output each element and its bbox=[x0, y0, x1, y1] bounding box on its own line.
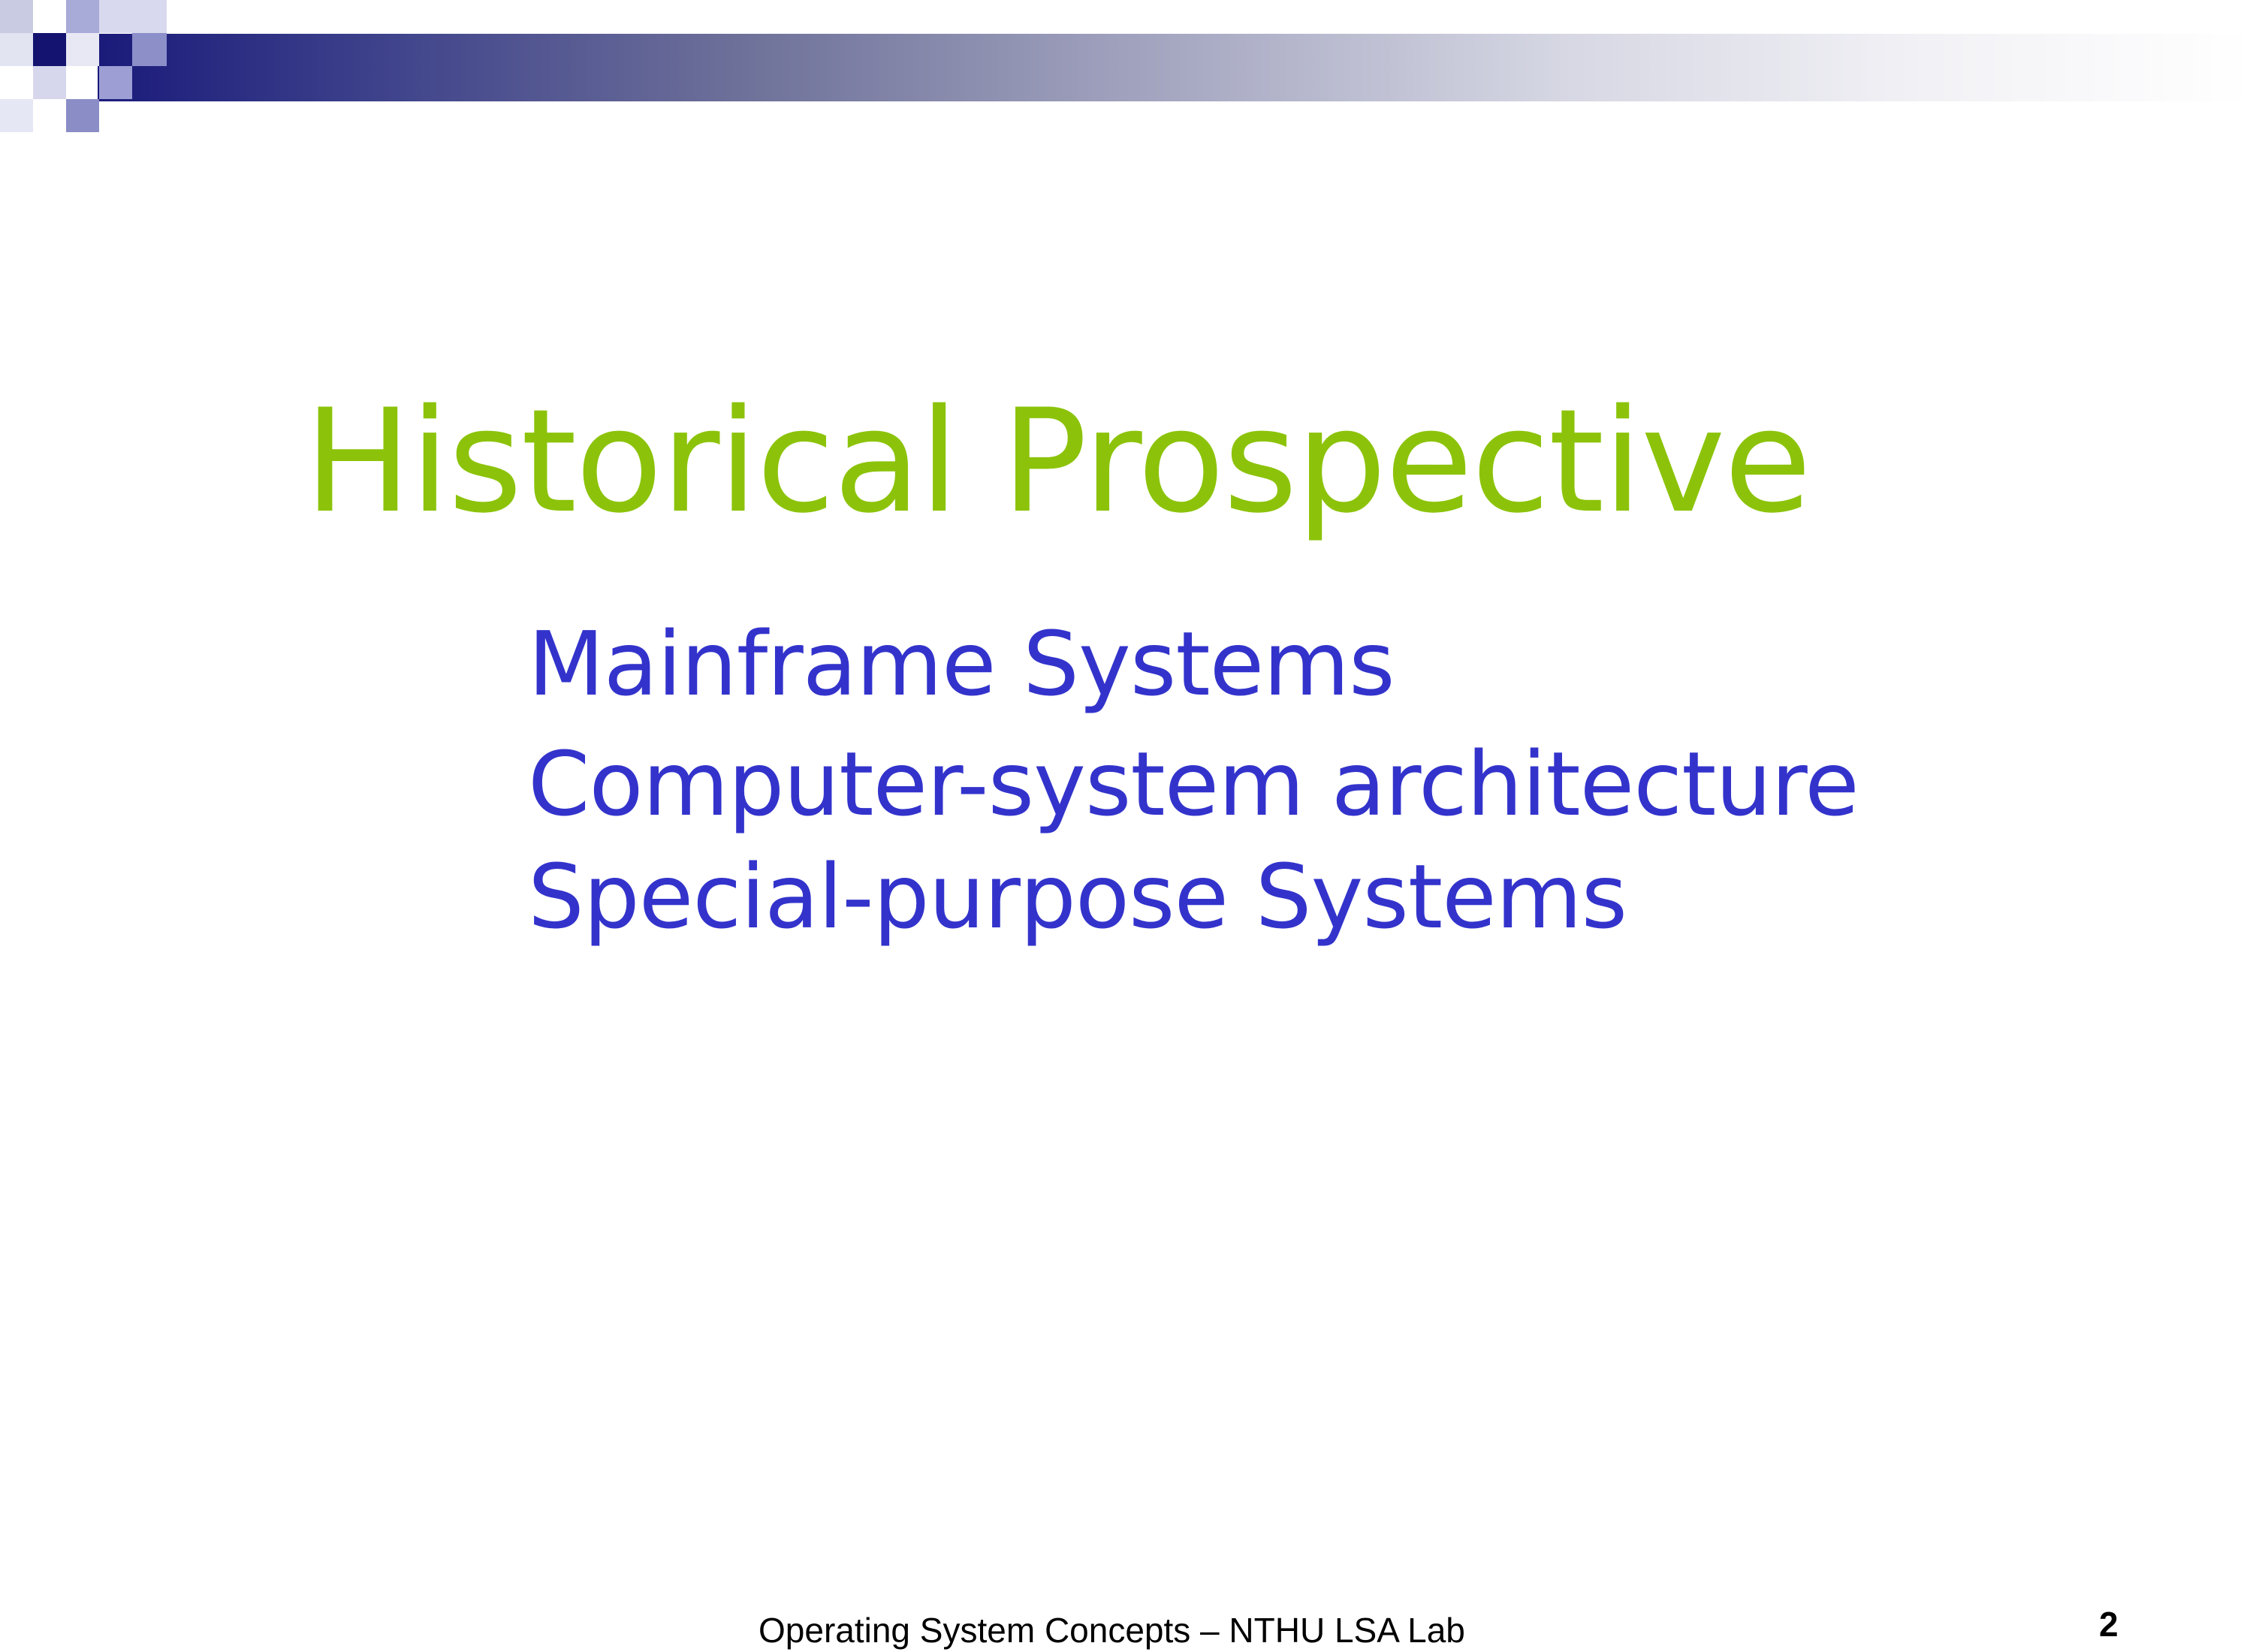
header-gradient-bar bbox=[98, 34, 2253, 101]
deco-square bbox=[0, 0, 33, 33]
footer-text: Operating System Concepts – NTHU LSA Lab bbox=[759, 1611, 1465, 1650]
deco-square bbox=[0, 33, 33, 66]
deco-square bbox=[33, 0, 66, 33]
deco-square bbox=[33, 66, 66, 99]
list-item: Mainframe Systems bbox=[528, 612, 1395, 716]
deco-square bbox=[33, 33, 66, 66]
deco-square bbox=[99, 66, 132, 99]
deco-square bbox=[99, 0, 167, 33]
deco-square bbox=[132, 33, 167, 66]
slide-title: Historical Prospective bbox=[304, 378, 1811, 544]
bullet-list: Mainframe Systems Computer-system archit… bbox=[528, 620, 1859, 972]
deco-square bbox=[66, 99, 99, 132]
list-item: Special-purpose Systems bbox=[528, 845, 1627, 948]
list-item: Computer-system architecture bbox=[528, 732, 1859, 836]
page-number: 2 bbox=[2099, 1605, 2119, 1644]
deco-square bbox=[0, 99, 33, 132]
deco-square bbox=[66, 33, 99, 66]
deco-square bbox=[66, 0, 99, 33]
deco-square bbox=[0, 66, 33, 99]
